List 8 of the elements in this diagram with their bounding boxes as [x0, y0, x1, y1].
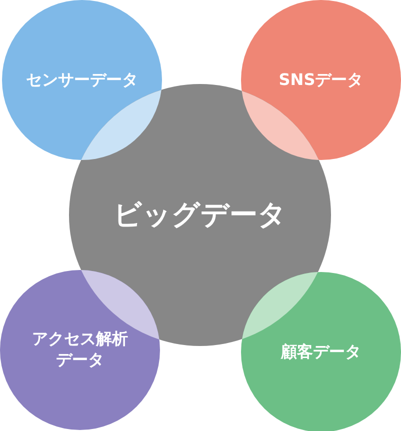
circle-label: SNSデータ: [278, 70, 364, 90]
overlap-lens: [242, 272, 318, 340]
overlap-lens: [242, 90, 319, 160]
overlap-lens: [81, 90, 162, 160]
circle-label: 顧客データ: [281, 342, 361, 362]
circle-label: センサーデータ: [26, 70, 138, 90]
circle-label: ビッグデータ: [114, 196, 286, 233]
circle-label: アクセス解析データ: [31, 329, 129, 371]
